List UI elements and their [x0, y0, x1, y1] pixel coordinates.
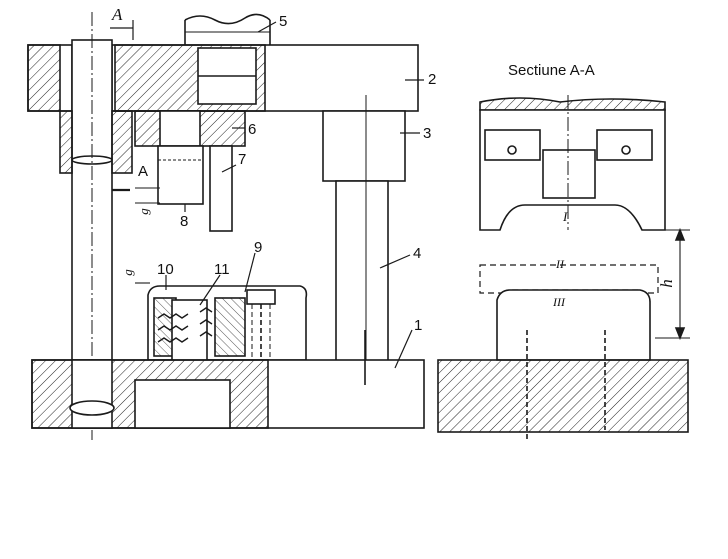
position-III-label: III: [553, 295, 565, 309]
dim-a-top-label: A: [112, 5, 123, 24]
punch: [157, 145, 204, 205]
upper-plate: [27, 44, 419, 112]
base-plate: [31, 330, 425, 429]
dim-g-top-label: g: [135, 208, 151, 215]
position-I-label: I: [563, 209, 568, 224]
punch-holder: [134, 110, 246, 232]
guide-bush-right: [322, 95, 406, 385]
guide-pillar-left: [71, 12, 113, 440]
callout-4: 4: [413, 245, 422, 262]
callout-9: 9: [254, 239, 263, 256]
dim-g-mid-label: g: [119, 269, 135, 276]
callout-1: 1: [414, 317, 423, 334]
callout-5: 5: [279, 13, 288, 30]
main-view: [27, 12, 425, 440]
dim-a-top: [110, 20, 134, 40]
position-II-label: II: [556, 257, 564, 271]
callout-11: 11: [214, 261, 230, 278]
callout-10: 10: [157, 261, 174, 278]
callout-3: 3: [423, 125, 432, 142]
callout-8: 8: [180, 213, 189, 230]
left-bush: [59, 110, 133, 174]
dim-g-marks: [135, 187, 160, 284]
leader-lines: [165, 21, 424, 369]
callout-6: 6: [248, 121, 257, 138]
ram-shank: [184, 13, 271, 45]
dim-h-label: h: [656, 279, 676, 288]
section-view: [437, 95, 690, 440]
section-title: Sectiune A-A: [508, 62, 595, 79]
callout-7: 7: [238, 151, 247, 168]
callout-2: 2: [428, 71, 437, 88]
section-mark-a: A: [138, 163, 149, 180]
